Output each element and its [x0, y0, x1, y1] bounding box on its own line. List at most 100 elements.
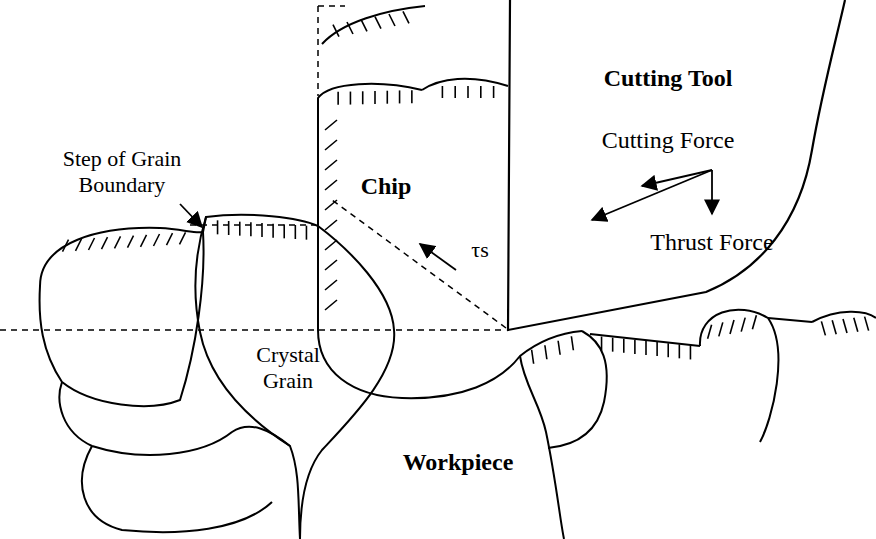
- hatch-stroke: [386, 91, 388, 104]
- part-name: Workpiece: [403, 448, 514, 477]
- hatch-stroke: [467, 86, 469, 98]
- hatch-stroke: [719, 322, 723, 336]
- hatch-stroke: [180, 232, 186, 244]
- uncut-surface-line: [0, 329, 506, 331]
- hatch-stroke: [63, 240, 69, 252]
- hatch-stroke: [102, 237, 108, 249]
- hatch-stroke: [545, 345, 547, 359]
- hatch-stroke: [89, 238, 95, 250]
- hatch-stroke: [217, 220, 219, 234]
- hatch-stroke: [454, 86, 456, 98]
- workpiece-label-box: Workpiece: [399, 446, 518, 479]
- hatch-stroke: [690, 345, 692, 359]
- hatch-stroke: [239, 222, 241, 236]
- grain-boundary: [203, 215, 318, 232]
- hatch-stroke: [634, 340, 636, 354]
- part-name: Chip: [361, 172, 412, 201]
- hatch-stroke: [325, 220, 337, 230]
- hatch-stroke: [141, 235, 147, 247]
- hatch-stroke: [325, 240, 337, 250]
- shear-stress-arrow: [420, 244, 456, 270]
- cutting-force-arrow: [642, 170, 712, 186]
- grain-boundary: [300, 226, 394, 539]
- resultant-force-arrow: [592, 170, 712, 220]
- hatch-stroke: [283, 224, 285, 238]
- hatch-stroke: [325, 280, 337, 290]
- hatch-stroke: [656, 342, 658, 356]
- hatch-stroke: [679, 344, 681, 358]
- upper-chip-grain: [322, 6, 425, 44]
- hatch-stroke: [571, 336, 573, 350]
- hatch-stroke: [272, 224, 274, 238]
- hatch-stroke: [325, 260, 337, 270]
- force-arrows: [180, 170, 712, 270]
- hatch-stroke: [601, 337, 603, 351]
- force-label: Thrust Force: [650, 228, 773, 257]
- hatch-stroke: [325, 120, 337, 130]
- grain-boundary: [318, 330, 582, 398]
- hatch-stroke: [442, 86, 444, 98]
- hatch-stroke: [730, 320, 734, 334]
- hatch-stroke: [306, 226, 308, 240]
- grain-boundary: [82, 446, 272, 532]
- hatch-stroke: [128, 236, 134, 248]
- hatch-stroke: [741, 318, 745, 332]
- hatch-stroke: [389, 14, 395, 26]
- hatch-stroke: [115, 236, 121, 248]
- hatch-stroke: [612, 338, 614, 352]
- leader-arrow: [180, 204, 202, 227]
- reference-line: [190, 224, 316, 226]
- hatch-stroke: [752, 315, 756, 329]
- hatch-stroke: [411, 90, 413, 103]
- hatch-stroke: [228, 221, 230, 235]
- hatch-stroke: [295, 225, 297, 239]
- hatch-stroke: [480, 86, 482, 98]
- hatch-stroke: [337, 92, 339, 105]
- hatch-stroke: [843, 319, 847, 333]
- chip-outline: [318, 84, 422, 330]
- grain-boundary: [548, 331, 607, 448]
- hatch-stroke: [361, 19, 367, 31]
- hatch-stroke: [154, 234, 160, 246]
- hatch-stroke: [865, 317, 869, 331]
- hatch-stroke: [325, 160, 337, 170]
- chip-grain: [422, 79, 508, 90]
- workpiece-surface: [590, 334, 700, 346]
- cutting-tool: [508, 0, 845, 330]
- hatch-stroke: [325, 180, 337, 190]
- hatch-stroke: [854, 318, 858, 332]
- workpiece-surface: [768, 318, 812, 322]
- hatch-stroke: [403, 11, 409, 23]
- hatch-stroke: [493, 86, 495, 98]
- hatch-stroke: [532, 350, 534, 364]
- stress-symbol: τs: [471, 237, 488, 263]
- hatch-stroke: [832, 320, 836, 334]
- tool-label-box: Cutting Tool: [600, 62, 737, 95]
- grain-boundary: [60, 382, 290, 455]
- hatch-stroke: [362, 91, 364, 104]
- shear-plane: [332, 200, 506, 328]
- grain-boundary: [40, 228, 204, 406]
- grain-label-box: Crystal Grain: [236, 340, 340, 397]
- hatch-stroke: [821, 321, 825, 335]
- part-name: Cutting Tool: [604, 64, 733, 93]
- reference-line: [317, 6, 319, 96]
- hatch-stroke: [375, 17, 381, 29]
- hatch-stroke: [167, 233, 173, 245]
- hatch-stroke: [347, 22, 353, 34]
- reference-line: [318, 5, 345, 7]
- hatch-stroke: [708, 325, 712, 339]
- force-label: Cutting Force: [602, 126, 735, 155]
- hatch-stroke: [399, 90, 401, 103]
- hatch-stroke: [350, 92, 352, 105]
- hatch-stroke: [325, 300, 337, 310]
- hatch-stroke: [76, 239, 82, 251]
- hatch-stroke: [558, 341, 560, 355]
- hatch-stroke: [667, 343, 669, 357]
- grain-boundary: [700, 310, 778, 442]
- hatch-stroke: [645, 341, 647, 355]
- part-name: Crystal Grain: [240, 342, 336, 395]
- hatch-stroke: [333, 25, 339, 37]
- hatch-stroke: [623, 339, 625, 353]
